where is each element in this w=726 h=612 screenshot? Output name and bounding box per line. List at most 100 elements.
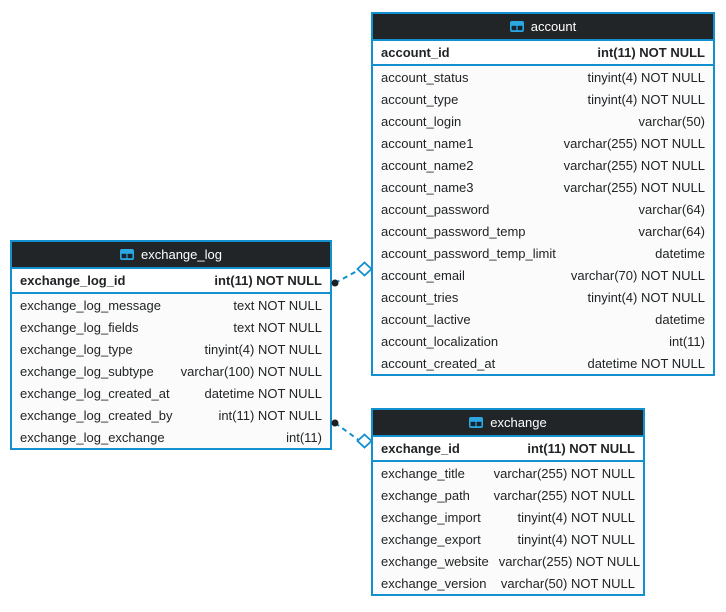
column-name: exchange_path (381, 487, 470, 503)
relationship-exchange-log-exchange[interactable] (331, 419, 373, 449)
column-type: tinyint(4) NOT NULL (204, 341, 322, 357)
column-type: tinyint(4) NOT NULL (587, 91, 705, 107)
column-name: account_tries (381, 289, 459, 305)
column-type: tinyint(4) NOT NULL (517, 509, 635, 525)
column-name: account_login (381, 113, 462, 129)
column-row: account_email varchar(70) NOT NULL (373, 264, 713, 286)
column-name: account_type (381, 91, 459, 107)
table-account[interactable]: account account_id int(11) NOT NULL acco… (371, 12, 715, 376)
column-type: varchar(255) NOT NULL (498, 553, 641, 569)
table-title: exchange_log (141, 247, 222, 262)
column-name: exchange_log_fields (20, 319, 139, 335)
column-type: tinyint(4) NOT NULL (587, 289, 705, 305)
column-type: int(11) (286, 429, 322, 445)
column-name: exchange_log_message (20, 297, 161, 313)
table-icon (509, 21, 524, 32)
column-name: exchange_log_id (20, 273, 126, 288)
column-row: account_status tinyint(4) NOT NULL (373, 66, 713, 88)
table-header[interactable]: account (373, 14, 713, 39)
table-icon (120, 249, 135, 260)
column-type: varchar(255) NOT NULL (493, 487, 635, 503)
connector-diamond (356, 433, 373, 449)
column-type: varchar(255) NOT NULL (563, 135, 705, 151)
column-type: tinyint(4) NOT NULL (517, 531, 635, 547)
column-name: account_password_temp_limit (381, 245, 556, 261)
column-type: datetime NOT NULL (204, 385, 322, 401)
relationship-line[interactable] (334, 269, 359, 284)
column-name: account_status (381, 69, 469, 85)
column-name: exchange_log_subtype (20, 363, 154, 379)
column-row: account_password_temp varchar(64) (373, 220, 713, 242)
column-row: account_created_at datetime NOT NULL (373, 352, 713, 374)
column-row: exchange_website varchar(255) NOT NULL (373, 550, 643, 572)
connector-diamond (356, 261, 373, 277)
column-row: exchange_import tinyint(4) NOT NULL (373, 506, 643, 528)
primary-key-row: account_id int(11) NOT NULL (373, 39, 713, 66)
column-type: varchar(100) NOT NULL (180, 363, 322, 379)
column-type: varchar(70) NOT NULL (570, 267, 705, 283)
column-type: varchar(64) (638, 223, 705, 239)
column-row: account_name1 varchar(255) NOT NULL (373, 132, 713, 154)
column-row: exchange_path varchar(255) NOT NULL (373, 484, 643, 506)
column-row: account_password_temp_limit datetime (373, 242, 713, 264)
column-row: exchange_log_exchange int(11) (12, 426, 330, 448)
column-row: exchange_log_fields text NOT NULL (12, 316, 330, 338)
column-name: account_localization (381, 333, 499, 349)
column-type: int(11) NOT NULL (218, 407, 322, 423)
column-row: exchange_title varchar(255) NOT NULL (373, 462, 643, 484)
column-type: text NOT NULL (233, 319, 322, 335)
column-type: varchar(50) NOT NULL (500, 575, 635, 591)
column-type: varchar(50) (638, 113, 705, 129)
column-type: int(11) NOT NULL (597, 45, 705, 60)
column-type: text NOT NULL (233, 297, 322, 313)
table-icon (469, 417, 484, 428)
table-header[interactable]: exchange_log (12, 242, 330, 267)
column-name: exchange_website (381, 553, 489, 569)
column-name: account_id (381, 45, 450, 60)
relationship-exchange-log-account[interactable] (331, 261, 373, 287)
column-name: exchange_log_exchange (20, 429, 165, 445)
column-row: exchange_log_message text NOT NULL (12, 294, 330, 316)
column-name: account_name2 (381, 157, 474, 173)
column-type: datetime (655, 245, 705, 261)
column-name: exchange_import (381, 509, 481, 525)
column-name: account_password_temp (381, 223, 526, 239)
column-type: int(11) NOT NULL (527, 441, 635, 456)
relationship-line[interactable] (334, 422, 359, 441)
table-title: account (530, 19, 577, 34)
column-name: exchange_title (381, 465, 465, 481)
column-row: account_login varchar(50) (373, 110, 713, 132)
connector-dot (331, 419, 339, 427)
column-name: account_created_at (381, 355, 496, 371)
column-row: account_tries tinyint(4) NOT NULL (373, 286, 713, 308)
column-type: datetime NOT NULL (587, 355, 705, 371)
column-row: exchange_log_subtype varchar(100) NOT NUL… (12, 360, 330, 382)
connector-dot (331, 279, 339, 287)
column-name: exchange_log_created_by (20, 407, 173, 423)
column-row: account_name2 varchar(255) NOT NULL (373, 154, 713, 176)
column-type: varchar(255) NOT NULL (563, 157, 705, 173)
table-exchange[interactable]: exchange exchange_id int(11) NOT NULL ex… (371, 408, 645, 596)
column-type: int(11) NOT NULL (214, 273, 322, 288)
column-row: exchange_log_type tinyint(4) NOT NULL (12, 338, 330, 360)
column-name: account_lactive (381, 311, 471, 327)
primary-key-row: exchange_log_id int(11) NOT NULL (12, 267, 330, 294)
column-name: account_name1 (381, 135, 474, 151)
column-name: exchange_log_type (20, 341, 133, 357)
table-header[interactable]: exchange (373, 410, 643, 435)
table-exchange-log[interactable]: exchange_log exchange_log_id int(11) NOT… (10, 240, 332, 450)
column-name: account_name3 (381, 179, 474, 195)
column-type: tinyint(4) NOT NULL (587, 69, 705, 85)
column-row: account_type tinyint(4) NOT NULL (373, 88, 713, 110)
column-name: account_email (381, 267, 465, 283)
column-name: exchange_log_created_at (20, 385, 170, 401)
column-type: varchar(255) NOT NULL (563, 179, 705, 195)
column-type: varchar(255) NOT NULL (493, 465, 635, 481)
column-name: exchange_id (381, 441, 460, 456)
table-title: exchange (490, 415, 547, 430)
column-row: exchange_log_created_by int(11) NOT NULL (12, 404, 330, 426)
